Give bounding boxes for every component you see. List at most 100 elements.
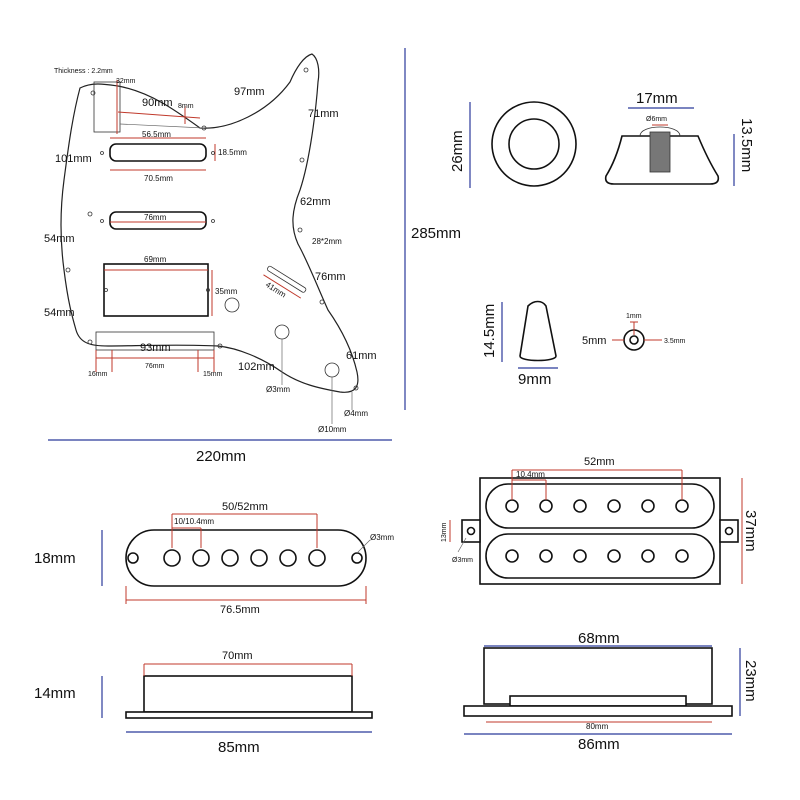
- dim-label: 70.5mm: [144, 174, 173, 183]
- mount-hole: [466, 526, 476, 536]
- humbucker-coil-top: [485, 483, 715, 529]
- dim-label: 10.4mm: [516, 470, 545, 479]
- dim-label: 76mm: [145, 363, 165, 370]
- screw-hole: [104, 288, 108, 292]
- dim-line: [356, 539, 371, 554]
- neck-cutout: [93, 81, 121, 133]
- pole-piece: [505, 549, 519, 563]
- dim-label: Ø6mm: [646, 116, 667, 123]
- humbucker-side-bobbin: [509, 695, 687, 707]
- pole-piece: [641, 549, 655, 563]
- screw-hole: [90, 90, 96, 96]
- dim-label: 101mm: [55, 153, 92, 165]
- knob-hole: [224, 297, 240, 313]
- mount-hole: [351, 552, 363, 564]
- dim-label: 8mm: [178, 103, 194, 110]
- dim-label: Ø3mm: [452, 557, 473, 564]
- dim-label: Ø3mm: [266, 385, 290, 394]
- dim-label: 9mm: [518, 371, 551, 388]
- pole-piece: [250, 549, 268, 567]
- single-coil-top-view: 50/52mm 10/10.4mm Ø3mm 18mm 76.5mm: [34, 501, 394, 616]
- dim-label: 26mm: [449, 130, 466, 172]
- dim-label: 70mm: [222, 650, 253, 662]
- single-coil-pole-pieces: [163, 549, 326, 567]
- pole-piece: [573, 549, 587, 563]
- dim-label: 56.5mm: [142, 130, 171, 139]
- middle-pickup-cutout: [109, 211, 207, 230]
- switch-tip: 14.5mm 9mm 1mm 5mm 3.5mm: [481, 300, 686, 388]
- dim-label: 80mm: [586, 722, 609, 731]
- pole-piece: [539, 499, 553, 513]
- dim-line: [457, 537, 467, 553]
- dim-label: 52mm: [584, 456, 615, 468]
- switch-tip-side: [519, 300, 557, 362]
- screw-hole: [211, 219, 215, 223]
- screw-hole: [100, 151, 104, 155]
- screw-hole: [100, 219, 104, 223]
- screw-hole: [211, 151, 215, 155]
- control-knob: 17mm Ø6mm 13.5mm: [604, 90, 755, 186]
- humbucker-top-view: 52mm 10.4mm 37mm 13mm Ø3mm: [441, 456, 759, 585]
- pole-piece: [505, 499, 519, 513]
- dim-label: 50/52mm: [222, 501, 268, 513]
- dim-label: 71mm: [308, 108, 339, 120]
- dim-label: 3.5mm: [664, 338, 686, 345]
- dim-label-width: 220mm: [196, 448, 246, 465]
- dim-label: 61mm: [346, 350, 377, 362]
- dim-label: 13mm: [441, 522, 448, 542]
- dim-label: 10/10.4mm: [174, 517, 214, 526]
- humbucker-bottom-poles: [505, 549, 689, 563]
- screw-hole: [65, 267, 71, 273]
- pole-piece: [573, 499, 587, 513]
- dim-label: 54mm: [44, 233, 75, 245]
- humbucker-side-view: 68mm 23mm 80mm 86mm: [463, 630, 759, 753]
- dim-label: 35mm: [215, 287, 238, 296]
- switch-slot-shape: [267, 265, 307, 293]
- pickguard-outline: [60, 53, 359, 393]
- pole-piece: [279, 549, 297, 567]
- pole-piece: [607, 499, 621, 513]
- dim-label: 18mm: [34, 550, 76, 567]
- screw-hole: [87, 339, 93, 345]
- dim-label: 28*2mm: [312, 237, 342, 246]
- dim-label: 16mm: [88, 371, 108, 378]
- dim-label: Ø3mm: [370, 533, 394, 542]
- single-coil-body: [125, 529, 367, 587]
- dim-line: [263, 274, 302, 299]
- pole-piece: [641, 499, 655, 513]
- pole-piece: [192, 549, 210, 567]
- dim-label: 62mm: [300, 196, 331, 208]
- dim-label: 76mm: [144, 213, 167, 222]
- pole-piece: [308, 549, 326, 567]
- screw-hole: [87, 211, 93, 217]
- pickup-ring: 26mm: [449, 101, 577, 188]
- switch-tip-hole: [629, 335, 639, 345]
- dim-label: 1mm: [626, 313, 642, 320]
- humbucker-coil-bottom: [485, 533, 715, 579]
- pickguard-screw-holes: [65, 67, 359, 391]
- dim-label: 93mm: [140, 342, 171, 354]
- dim-label: 17mm: [636, 90, 678, 107]
- dim-label: 32mm: [116, 78, 136, 85]
- neck-pickup-cutout: [109, 143, 207, 162]
- single-coil-side-body: [143, 675, 353, 713]
- dim-label: 13.5mm: [738, 118, 755, 172]
- dim-label: 97mm: [234, 86, 265, 98]
- mount-hole: [127, 552, 139, 564]
- knob-hole: [324, 362, 340, 378]
- pole-piece: [539, 549, 553, 563]
- dim-label: 23mm: [742, 660, 759, 702]
- pole-piece: [675, 549, 689, 563]
- dim-label: 14mm: [34, 685, 76, 702]
- dim-label: Ø4mm: [344, 409, 368, 418]
- dim-label: 54mm: [44, 307, 75, 319]
- pole-piece: [221, 549, 239, 567]
- humbucker-side-base: [463, 705, 733, 717]
- dim-label: 15mm: [203, 371, 223, 378]
- dim-label: 76mm: [315, 271, 346, 283]
- mount-hole: [724, 526, 734, 536]
- dim-label: 5mm: [582, 335, 606, 347]
- bottom-cutout: [95, 331, 215, 351]
- knob-top: [639, 126, 681, 137]
